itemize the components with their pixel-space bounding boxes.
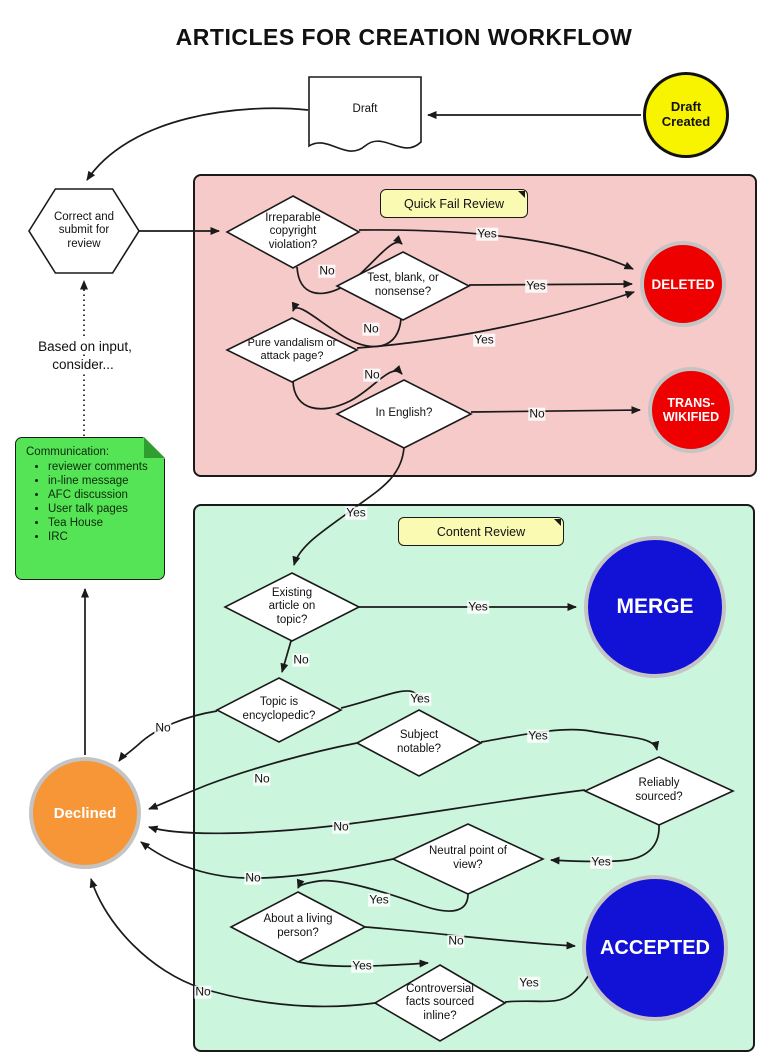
note-item: IRC xyxy=(48,530,158,544)
edge-label-vandalism-yes: Yes xyxy=(473,332,495,347)
edge-label-topic-no: No xyxy=(154,720,172,735)
edge-label-controversial-no: No xyxy=(194,984,212,999)
outcome-transwikified: TRANS-WIKIFIED xyxy=(648,367,734,453)
decision-controversial-facts: Controversial facts sourced inline? xyxy=(375,965,505,1041)
edge-existing-topic xyxy=(280,640,292,673)
edge-label-existing-yes: Yes xyxy=(467,599,489,614)
edge-topic-subject xyxy=(340,690,423,709)
edge-english-transwikified xyxy=(470,406,641,415)
decision-irreparable-copyright: Irreparable copyright violation? xyxy=(227,196,359,268)
irreparable-label: Irreparable copyright violation? xyxy=(265,211,321,251)
note-item: in-line message xyxy=(48,474,158,488)
note-list: reviewer comments in-line message AFC di… xyxy=(26,460,158,544)
edge-test-vandalism xyxy=(291,301,402,348)
edge-label-topic-yes: Yes xyxy=(409,691,431,706)
neutral-pov-label: Neutral point of view? xyxy=(429,845,507,871)
note-item: Tea House xyxy=(48,516,158,530)
decision-subject-notable: Subject notable? xyxy=(357,710,481,776)
edge-reliably-declined xyxy=(148,789,586,835)
edge-label-reliably-no: No xyxy=(332,819,350,834)
outcome-deleted: DELETED xyxy=(640,241,726,327)
edge-neutral-living xyxy=(296,878,469,912)
subject-notable-label: Subject notable? xyxy=(396,729,442,755)
page-title: ARTICLES FOR CREATION WORKFLOW xyxy=(175,24,633,50)
edge-label-english-no: No xyxy=(528,406,546,421)
test-blank-label: Test, blank, or nonsense? xyxy=(367,272,439,298)
start-node-draft-created: Draft Created xyxy=(643,72,729,158)
edge-label-subject-yes: Yes xyxy=(527,728,549,743)
vandalism-label: Pure vandalism or attack page? xyxy=(247,337,337,362)
correct-submit-label: Correct and submit for review xyxy=(53,210,115,250)
edge-label-english-yes: Yes xyxy=(345,505,367,520)
note-item: reviewer comments xyxy=(48,460,158,474)
edge-label-neutral-no: No xyxy=(244,870,262,885)
declined-label: Declined xyxy=(53,804,117,822)
tag-quick-fail-review: Quick Fail Review xyxy=(380,189,528,218)
edge-copyright-deleted xyxy=(358,229,634,270)
edge-subject-reliably xyxy=(480,728,660,751)
communication-note: Communication: reviewer comments in-line… xyxy=(15,437,165,580)
decision-vandalism-attack: Pure vandalism or attack page? xyxy=(227,318,357,382)
decision-reliably-sourced: Reliably sourced? xyxy=(585,757,733,825)
decision-neutral-pov: Neutral point of view? xyxy=(393,824,543,894)
edge-label-test-yes: Yes xyxy=(525,278,547,293)
edge-label-copyright-yes: Yes xyxy=(476,226,498,241)
decision-living-person: About a living person? xyxy=(231,892,365,962)
draft-document: Draft xyxy=(308,76,422,162)
edge-label-copyright-no: No xyxy=(318,263,336,278)
edge-test-deleted xyxy=(468,280,633,289)
edge-vandalism-english xyxy=(292,365,403,410)
deleted-label: DELETED xyxy=(651,276,715,292)
living-person-label: About a living person? xyxy=(263,913,333,939)
edge-label-existing-no: No xyxy=(292,652,310,667)
accepted-label: ACCEPTED xyxy=(599,936,710,959)
controversial-label: Controversial facts sourced inline? xyxy=(405,982,475,1022)
edge-label-test-no: No xyxy=(362,321,380,336)
draft-created-label: Draft Created xyxy=(661,99,711,129)
tag-quick-fail-label: Quick Fail Review xyxy=(403,196,505,211)
edge-label-living-yes: Yes xyxy=(351,958,373,973)
edge-label-neutral-yes: Yes xyxy=(368,892,390,907)
existing-article-label: Existing article on topic? xyxy=(268,586,316,626)
edge-living-accepted xyxy=(364,926,576,950)
decision-in-english: In English? xyxy=(337,380,471,448)
edge-topic-declined xyxy=(118,710,218,762)
transwikified-label: TRANS-WIKIFIED xyxy=(662,396,720,424)
edge-label-living-no: No xyxy=(447,933,465,948)
tag-content-review-label: Content Review xyxy=(436,524,526,539)
edge-label-subject-no: No xyxy=(253,771,271,786)
edge-draft-correct xyxy=(86,107,309,181)
tag-content-review: Content Review xyxy=(398,517,564,546)
topic-encyclopedic-label: Topic is encyclopedic? xyxy=(242,696,316,722)
decision-topic-encyclopedic: Topic is encyclopedic? xyxy=(217,678,341,742)
edge-neutral-declined xyxy=(140,841,394,879)
outcome-accepted: ACCEPTED xyxy=(582,875,728,1021)
draft-label: Draft xyxy=(352,103,378,116)
correct-submit-hexagon: Correct and submit for review xyxy=(29,189,139,273)
edge-label-reliably-yes: Yes xyxy=(590,854,612,869)
edge-subject-declined xyxy=(148,742,358,810)
edge-vandalism-deleted xyxy=(356,290,635,349)
merge-label: MERGE xyxy=(616,595,694,618)
edge-reliably-neutral xyxy=(550,824,660,865)
note-item: User talk pages xyxy=(48,502,158,516)
note-item: AFC discussion xyxy=(48,488,158,502)
in-english-label: In English? xyxy=(375,407,433,420)
edge-label-controversial-yes: Yes xyxy=(518,975,540,990)
note-title: Communication: xyxy=(26,446,110,458)
based-on-input-text: Based on input, consider... xyxy=(36,339,132,372)
decision-existing-article: Existing article on topic? xyxy=(225,573,359,641)
outcome-merge: MERGE xyxy=(584,536,726,678)
reliably-sourced-label: Reliably sourced? xyxy=(635,777,683,803)
edge-label-vandalism-no: No xyxy=(363,367,381,382)
outcome-declined: Declined xyxy=(29,757,141,869)
decision-test-blank-nonsense: Test, blank, or nonsense? xyxy=(337,252,469,320)
